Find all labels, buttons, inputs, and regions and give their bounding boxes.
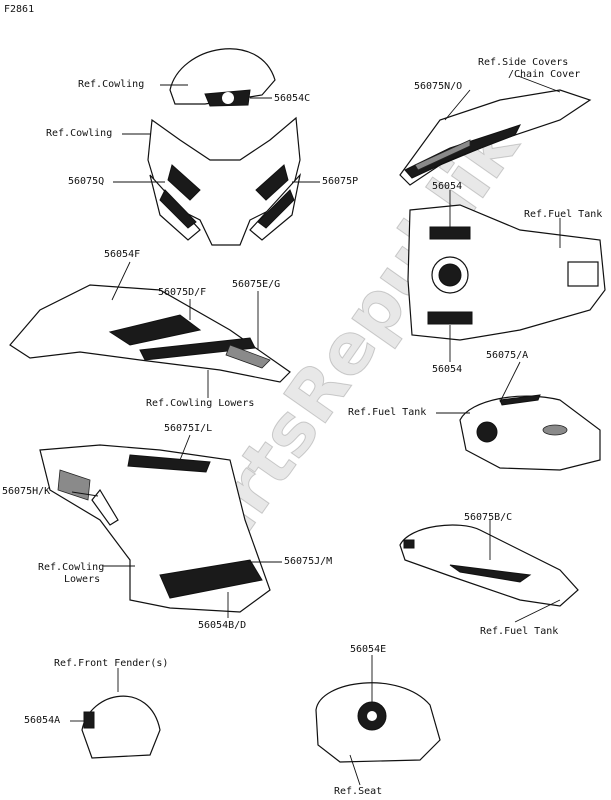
label-56075I-L: 56075I/L xyxy=(164,423,213,434)
lower-cowling-part xyxy=(39,444,271,613)
label-ref-fuel-tank-3: Ref.Fuel Tank xyxy=(480,626,559,637)
label-56054E: 56054E xyxy=(350,644,387,655)
label-56075D-F: 56075D/F xyxy=(158,287,207,298)
windscreen-part xyxy=(169,48,276,107)
label-56054-bottom: 56054 xyxy=(432,364,463,375)
label-ref-side-covers-1: Ref.Side Covers xyxy=(478,57,569,68)
side-cover-decal-part xyxy=(399,89,592,186)
figure-code: F2861 xyxy=(4,4,35,15)
label-56075-A: 56075/A xyxy=(486,350,529,361)
label-ref-fuel-tank-2: Ref.Fuel Tank xyxy=(348,407,427,418)
front-side-fairing-part xyxy=(9,284,291,383)
label-ref-seat: Ref.Seat xyxy=(334,786,383,797)
label-56054A: 56054A xyxy=(24,715,61,726)
label-56054-top: 56054 xyxy=(432,181,463,192)
label-56075P: 56075P xyxy=(322,176,359,187)
label-56075E-G: 56075E/G xyxy=(232,279,281,290)
label-56075Q: 56075Q xyxy=(68,176,105,187)
tank-side-panel-part xyxy=(459,394,601,471)
label-ref-cowling-lowers-2a: Ref.Cowling xyxy=(38,562,105,573)
label-ref-front-fender: Ref.Front Fender(s) xyxy=(54,658,169,669)
label-56075H-K: 56075H/K xyxy=(2,486,51,497)
tail-cowl-part xyxy=(399,524,579,607)
label-ref-fuel-tank-1: Ref.Fuel Tank xyxy=(524,209,603,220)
label-ref-cowling-windscreen: Ref.Cowling xyxy=(78,79,145,90)
leader-lines xyxy=(70,75,561,786)
upper-cowling-part xyxy=(147,116,302,246)
label-56054F: 56054F xyxy=(104,249,141,260)
label-56054C: 56054C xyxy=(274,93,311,104)
label-ref-side-covers-2: /Chain Cover xyxy=(508,69,581,80)
label-ref-cowling-upper: Ref.Cowling xyxy=(46,128,113,139)
front-fender-part xyxy=(81,695,161,759)
label-56075N-O: 56075N/O xyxy=(414,81,463,92)
seat-cowl-part xyxy=(315,682,441,763)
label-56075J-M: 56075J/M xyxy=(284,556,333,567)
label-56054B-D: 56054B/D xyxy=(198,620,247,631)
label-ref-cowling-lowers-2b: Lowers xyxy=(64,574,101,585)
fuel-tank-top-part xyxy=(407,204,606,341)
label-ref-cowling-lowers-1: Ref.Cowling Lowers xyxy=(146,398,255,409)
label-56075B-C: 56075B/C xyxy=(464,512,513,523)
